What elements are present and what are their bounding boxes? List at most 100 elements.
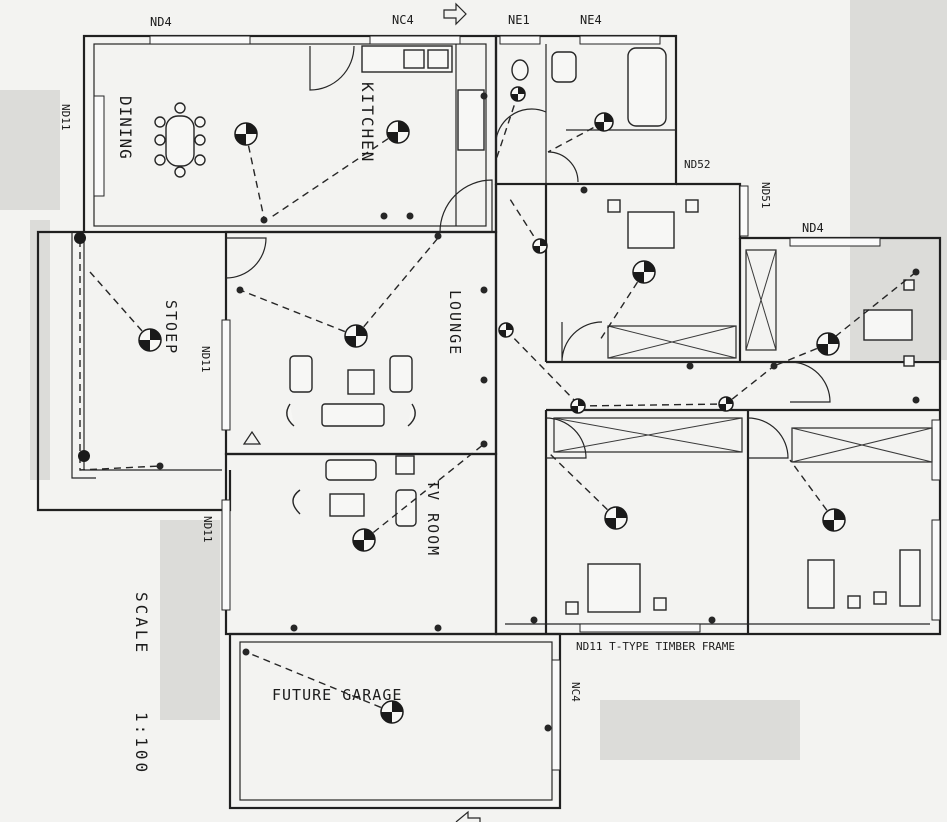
code-nc4-top: NC4 bbox=[392, 13, 414, 27]
room-label-tv-room: TV ROOM bbox=[424, 480, 442, 557]
light-fixture-icon bbox=[816, 332, 840, 356]
light-fixture-icon bbox=[570, 398, 586, 414]
light-fixture-icon bbox=[352, 528, 376, 552]
window-icon bbox=[221, 499, 231, 611]
code-nd11-left: ND11 bbox=[59, 104, 72, 131]
element-codes: ND4 NC4 NE1 NE4 ND52 ND51 ND4 ND11 ND11 … bbox=[59, 2, 824, 702]
light-switch-icon bbox=[260, 216, 268, 224]
window-icon bbox=[369, 35, 461, 45]
walls bbox=[36, 34, 942, 810]
toilet bbox=[511, 59, 529, 81]
door-swing-icon bbox=[309, 45, 355, 91]
light-fixtures bbox=[74, 86, 846, 724]
window-icon bbox=[579, 623, 701, 633]
light-fixture-icon bbox=[380, 700, 404, 724]
room-labels: DINING KITCHEN STOEP LOUNGE TV ROOM FUTU… bbox=[116, 82, 464, 704]
armchair bbox=[289, 355, 313, 393]
light-switch-icon bbox=[686, 362, 694, 370]
bed bbox=[863, 309, 913, 341]
window-icon bbox=[221, 319, 231, 431]
code-nd4-top: ND4 bbox=[150, 15, 172, 29]
light-switch-icon bbox=[290, 624, 298, 632]
light-fixture-icon bbox=[498, 322, 514, 338]
light-fixture-icon bbox=[386, 120, 410, 144]
window-icon bbox=[499, 35, 541, 45]
window-icon bbox=[579, 35, 661, 45]
room-label-lounge: LOUNGE bbox=[446, 290, 464, 356]
code-nd52: ND52 bbox=[684, 158, 711, 171]
light-fixture-icon bbox=[594, 112, 614, 132]
code-nd4-right: ND4 bbox=[802, 221, 824, 235]
light-fixture-icon bbox=[604, 506, 628, 530]
light-switch-icon bbox=[480, 286, 488, 294]
light-fixture-icon bbox=[344, 324, 368, 348]
furniture bbox=[154, 45, 921, 615]
light-fixture-icon bbox=[822, 508, 846, 532]
bed bbox=[807, 559, 835, 609]
code-nd11-lower: ND11 bbox=[201, 516, 214, 543]
window-icon bbox=[93, 95, 105, 197]
sofa bbox=[325, 459, 377, 481]
light-switch-icon bbox=[236, 286, 244, 294]
light-switch-icon bbox=[530, 616, 538, 624]
window-icon bbox=[149, 35, 251, 45]
window-icon bbox=[551, 659, 561, 771]
dining-table bbox=[165, 115, 195, 167]
doors bbox=[225, 45, 831, 459]
room-label-dining: DINING bbox=[116, 96, 135, 160]
light-switch-icon bbox=[580, 186, 588, 194]
arrow-icon bbox=[443, 2, 467, 26]
light-switch-icon bbox=[480, 376, 488, 384]
code-ne1: NE1 bbox=[508, 13, 530, 27]
socket-icon bbox=[242, 430, 262, 445]
light-switch-icon bbox=[480, 440, 488, 448]
code-nc4-garage: NC4 bbox=[569, 682, 582, 702]
cupboards bbox=[553, 249, 933, 463]
code-ne4: NE4 bbox=[580, 13, 602, 27]
scale-value: 1:100 bbox=[132, 712, 151, 775]
light-fixture-icon bbox=[138, 328, 162, 352]
scale-block: SCALE 1:100 bbox=[132, 592, 151, 775]
bed bbox=[587, 563, 641, 613]
window-icon bbox=[931, 419, 941, 481]
light-switch-icon bbox=[156, 462, 164, 470]
basin bbox=[551, 51, 577, 83]
room-label-stoep: STOEP bbox=[162, 300, 180, 355]
light-switch-icon bbox=[708, 616, 716, 624]
wiring bbox=[79, 93, 917, 713]
room-label-kitchen: KITCHEN bbox=[358, 82, 377, 163]
light-switch-icon bbox=[434, 624, 442, 632]
light-fixture-icon bbox=[510, 86, 526, 102]
windows bbox=[93, 35, 941, 771]
light-switch-icon bbox=[770, 362, 778, 370]
door-swing-icon bbox=[225, 237, 267, 279]
coffee-table bbox=[321, 403, 385, 427]
room-label-future-garage: FUTURE GARAGE bbox=[272, 686, 402, 704]
door-swing-icon bbox=[747, 417, 789, 459]
light-switch-icon bbox=[380, 212, 388, 220]
frame-note: ND11 T-TYPE TIMBER FRAME bbox=[576, 640, 735, 653]
light-switch-icon bbox=[544, 724, 552, 732]
bed bbox=[627, 211, 675, 249]
light-fixture-icon bbox=[74, 232, 86, 244]
arrow-icon bbox=[455, 810, 481, 822]
door-swing-icon bbox=[561, 321, 603, 363]
light-fixture-icon bbox=[532, 238, 548, 254]
door-swing-icon bbox=[439, 179, 493, 233]
bath bbox=[627, 47, 667, 127]
light-fixture-icon bbox=[78, 450, 90, 462]
window-icon bbox=[931, 519, 941, 621]
light-switch-icon bbox=[242, 648, 250, 656]
code-nd11-mid: ND11 bbox=[199, 346, 212, 373]
light-fixture-icon bbox=[718, 396, 734, 412]
scale-label: SCALE bbox=[132, 592, 151, 655]
window-icon bbox=[739, 185, 749, 237]
door-swing-icon bbox=[495, 108, 547, 151]
paper-noise bbox=[0, 0, 947, 760]
light-fixture-icon bbox=[234, 122, 258, 146]
code-nd51: ND51 bbox=[759, 182, 772, 209]
light-switch-icon bbox=[480, 92, 488, 100]
window-icon bbox=[789, 237, 881, 247]
light-switch-icon bbox=[912, 268, 920, 276]
